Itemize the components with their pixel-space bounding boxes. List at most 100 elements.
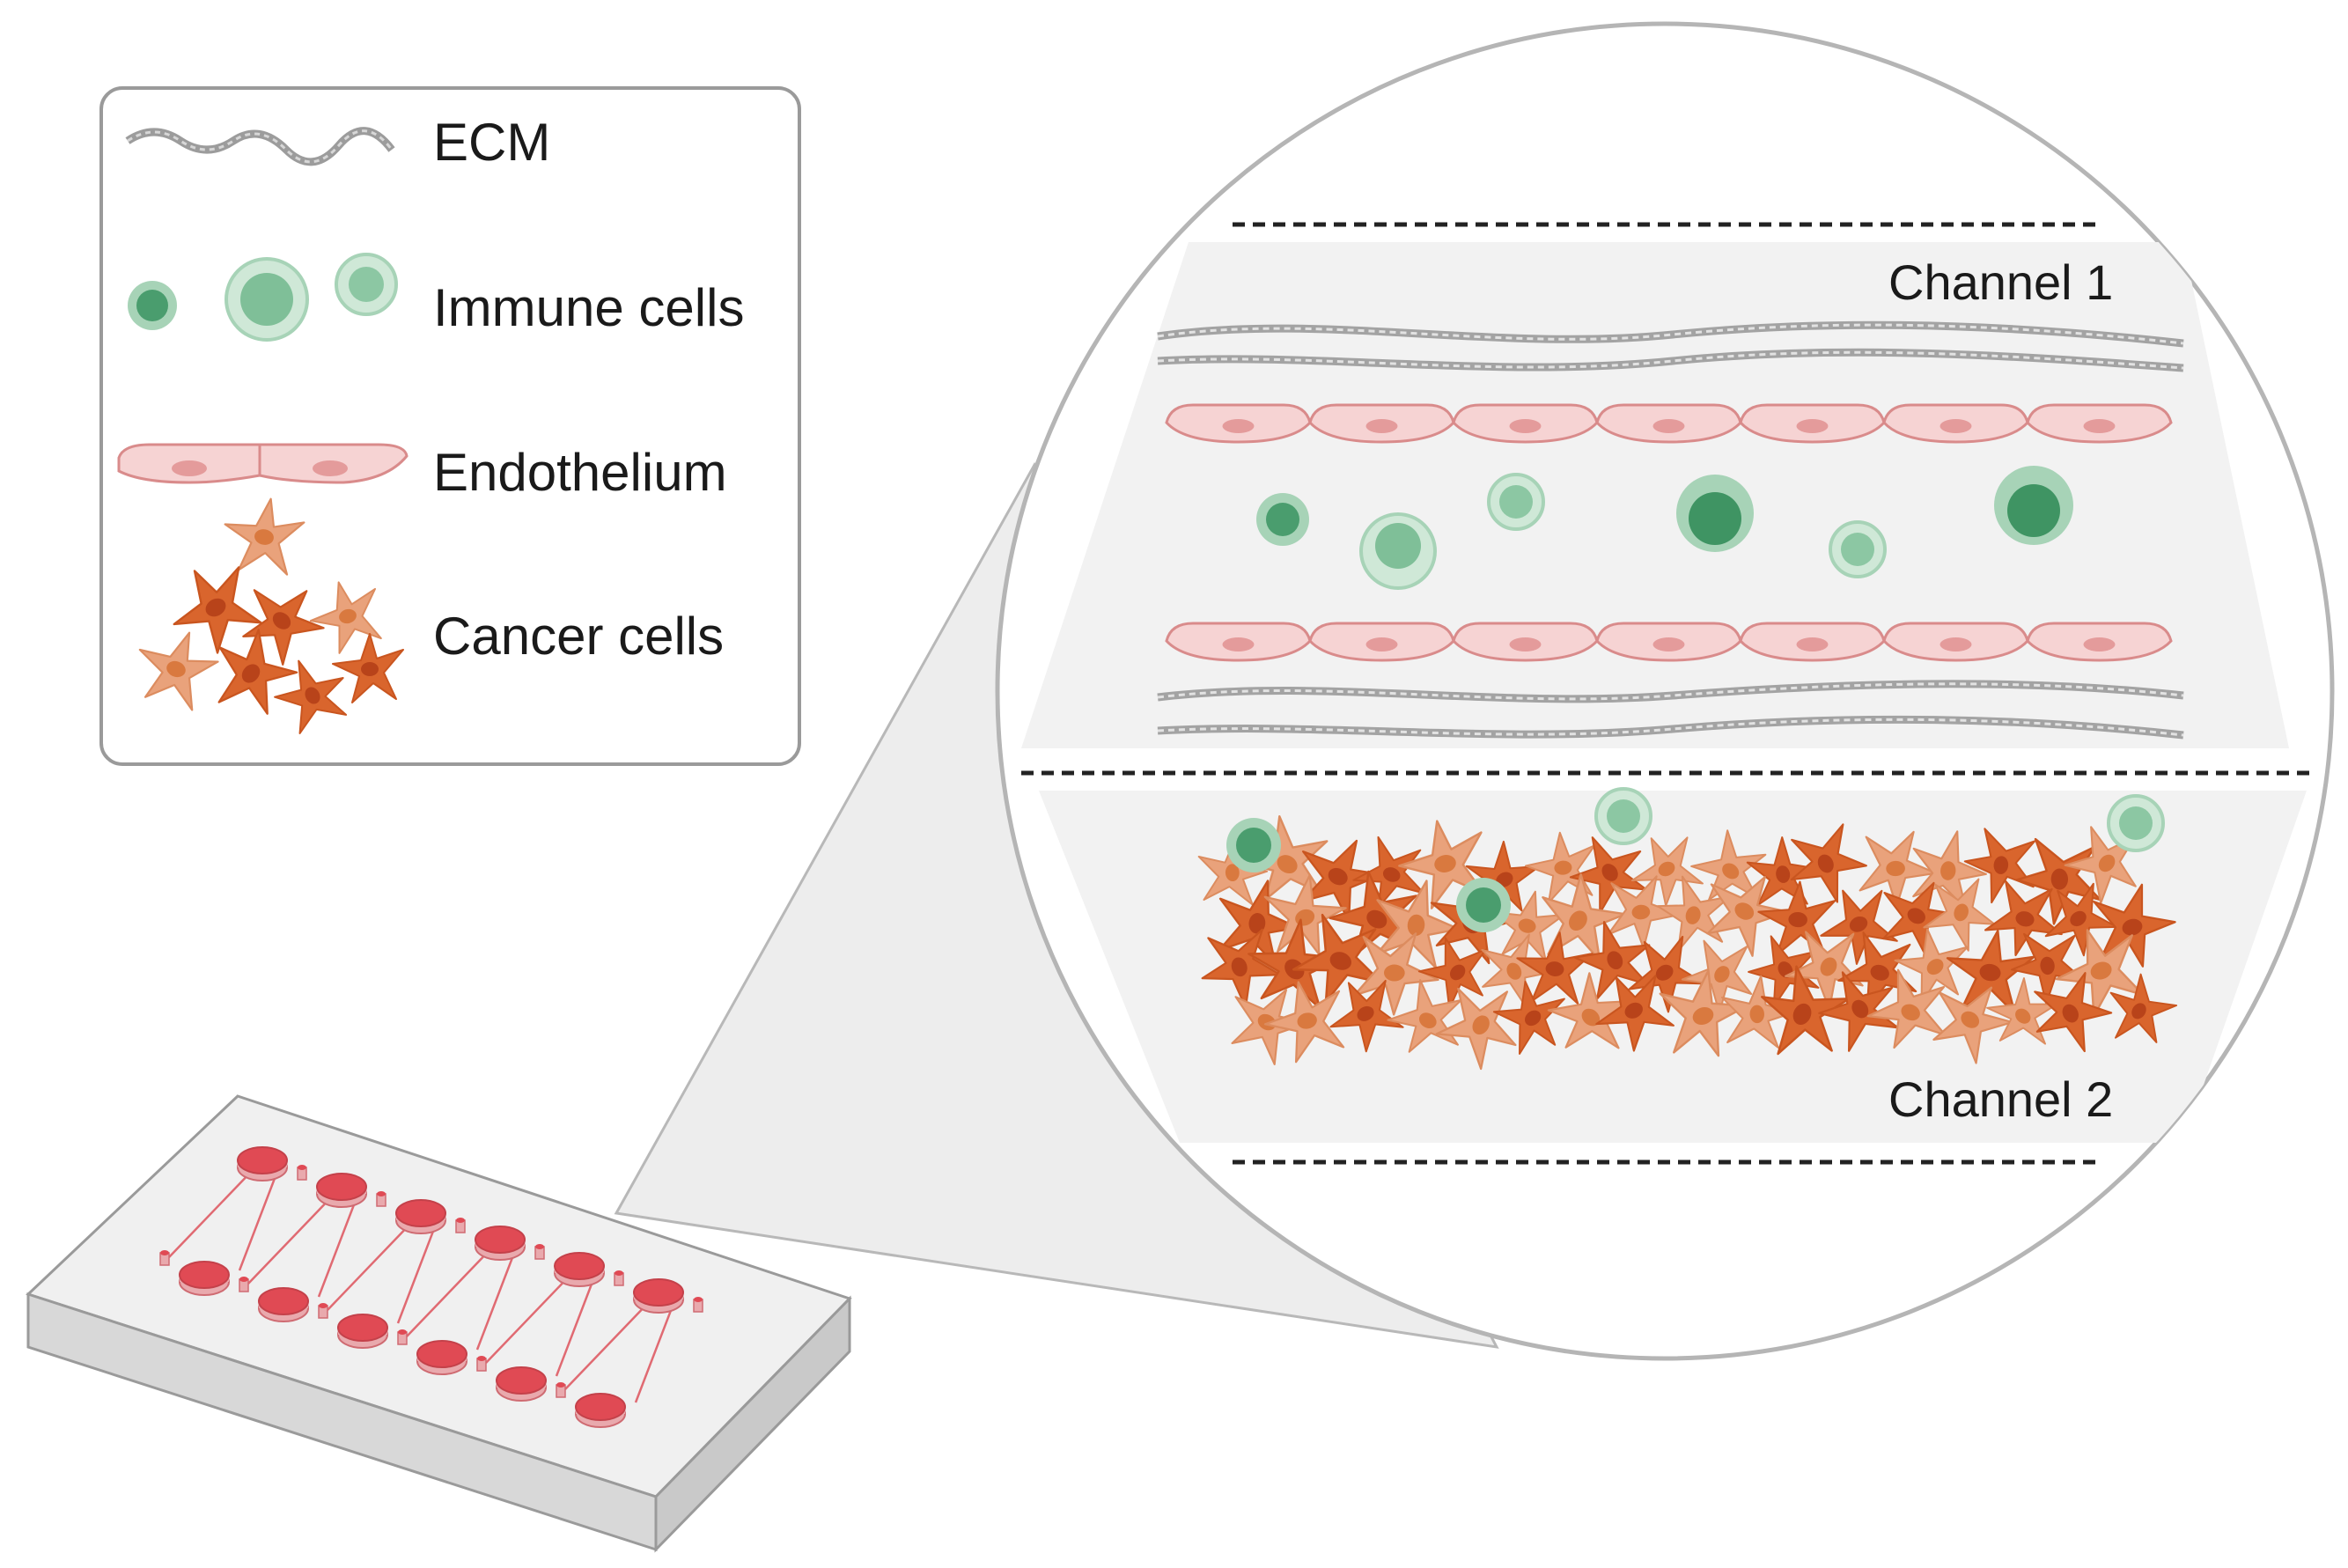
immune-cell: [1456, 878, 1511, 932]
cancer-cells-channel2: [1197, 815, 2178, 1071]
channel1-label: Channel 1: [1888, 254, 2113, 310]
cancer-cell: [1963, 828, 2035, 904]
cancer-cell: [1352, 836, 1425, 909]
chip-port: [534, 1244, 545, 1260]
endothelial-cell: [1452, 622, 1599, 662]
cancer-cell: [217, 629, 298, 715]
cancer-cell: [274, 659, 348, 734]
endothelial-cell: [1308, 622, 1455, 662]
legend: ECM Immune cells Endothelium Cancer cell…: [99, 86, 801, 766]
chip-port: [318, 1303, 328, 1319]
cancer-cell: [1757, 880, 1836, 956]
endothelial-cell: [1452, 403, 1599, 444]
chip-channel: [634, 1300, 676, 1403]
chip-port: [239, 1277, 249, 1292]
legend-label-immune-cells: Immune cells: [433, 278, 744, 337]
cancer-cell: [1201, 928, 1282, 1009]
chip-well: [395, 1199, 446, 1234]
cancer-cell: [1923, 878, 1996, 952]
cancer-cell: [1761, 965, 1851, 1056]
chip-wells: [159, 1146, 703, 1428]
chip-well: [575, 1393, 626, 1428]
ecm-fibers-top: [1157, 320, 2184, 372]
chip-channel: [564, 1300, 651, 1390]
cancer-cell: [1859, 830, 1937, 908]
endothelial-cell: [2026, 403, 2173, 444]
cancer-cell: [1932, 986, 2013, 1064]
chip-channel: [485, 1274, 571, 1364]
immune-cell: [1829, 520, 1887, 578]
cancer-cell: [1790, 823, 1867, 903]
cancer-cell-icon: [138, 497, 404, 734]
cancer-cell: [1628, 935, 1706, 1013]
immune-cells-channel2: [1226, 787, 2165, 932]
chip-channel: [396, 1221, 438, 1324]
chip-well: [179, 1261, 230, 1296]
ecm-fibers-bottom: [1157, 680, 2184, 740]
cancer-cell: [1417, 937, 1487, 1010]
chip-well: [496, 1366, 547, 1402]
cancer-cell: [1866, 968, 1947, 1049]
magnified-view: Channel 1 Channel 2: [995, 21, 2335, 1361]
immune-cell-icon: [128, 253, 398, 342]
chip-port: [159, 1250, 170, 1266]
cancer-cell: [1329, 979, 1404, 1053]
endothelial-cell: [1595, 622, 1742, 662]
cancer-cell: [242, 589, 325, 666]
endothelium-icon: [117, 443, 409, 484]
cancer-cell: [2109, 973, 2178, 1043]
legend-label-ecm: ECM: [433, 113, 550, 172]
immune-cell: [1994, 466, 2073, 545]
chip-channel: [238, 1168, 280, 1271]
legend-box: [99, 86, 801, 766]
endothelium-bottom-layer: [1165, 622, 2173, 662]
chip-port: [297, 1165, 307, 1181]
endothelial-cell: [2026, 622, 2173, 662]
immune-cell: [1487, 473, 1545, 531]
chip-channel: [168, 1168, 254, 1258]
chip-port: [455, 1218, 466, 1233]
chip-right-face: [654, 1295, 851, 1553]
chip-port: [376, 1191, 386, 1207]
cancer-cell: [1435, 987, 1517, 1071]
cancer-cell: [1263, 981, 1345, 1064]
legend-label-endothelium: Endothelium: [433, 443, 727, 502]
cancer-cell: [1547, 972, 1630, 1049]
chip-well: [633, 1278, 684, 1314]
immune-cell: [1594, 787, 1652, 845]
endothelium-top-layer: [1165, 403, 2173, 444]
chip-well: [316, 1173, 367, 1208]
endothelial-cell: [1882, 403, 2029, 444]
chip-port: [397, 1329, 408, 1345]
cancer-cell: [1721, 975, 1794, 1049]
cancer-cell: [1569, 836, 1648, 915]
cancer-cell: [1595, 975, 1675, 1052]
chip-channel: [555, 1274, 597, 1377]
chip-well: [416, 1340, 467, 1375]
cancer-cell: [2044, 882, 2118, 957]
cancer-cell: [173, 566, 262, 654]
immune-cell: [1359, 512, 1437, 590]
endothelial-cell: [1308, 403, 1455, 444]
immune-cell: [1226, 818, 1281, 872]
immune-cells-channel1: [1256, 466, 2073, 590]
cancer-cell: [224, 497, 305, 576]
chip-well: [475, 1226, 526, 1261]
chip-channel: [406, 1248, 492, 1337]
chip-channel: [475, 1248, 518, 1351]
chip-well: [554, 1252, 605, 1287]
ecm-fiber-icon: [125, 127, 395, 166]
channel1-region: [1021, 242, 2289, 748]
chip-well: [258, 1287, 309, 1322]
cancer-cell: [2055, 929, 2145, 1018]
immune-cell: [2107, 794, 2165, 852]
immune-cell: [1676, 475, 1754, 552]
endothelial-cell: [1739, 403, 1886, 444]
cancer-cell: [1353, 932, 1439, 1016]
chip-well: [237, 1146, 288, 1182]
chip-channel: [247, 1195, 334, 1285]
endothelial-cell: [1165, 403, 1312, 444]
cancer-cell: [1818, 971, 1899, 1052]
cancer-cell: [1820, 889, 1898, 965]
